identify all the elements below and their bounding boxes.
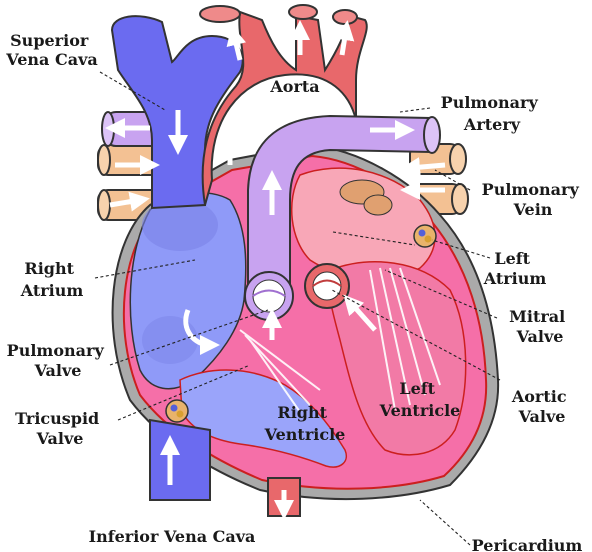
label-tricuspid-valve: Tricuspid Valve	[15, 409, 105, 448]
pulmonary-valve	[244, 271, 294, 321]
aorta-branch-3	[332, 9, 358, 25]
right-atrium-shadow	[142, 199, 218, 251]
label-left-atrium: Left Atrium	[483, 249, 547, 288]
label-inferior-vena-cava: Inferior Vena Cava	[89, 527, 256, 546]
label-pulmonary-valve: Pulmonary Valve	[7, 341, 110, 380]
left-atrium	[290, 167, 436, 279]
label-pulmonary-vein: Pulmonary Vein	[482, 180, 585, 219]
tricuspid-valve-ring	[165, 399, 189, 423]
leader-lines	[94, 71, 501, 546]
label-aorta: Aorta	[269, 77, 319, 96]
label-pericardium: Pericardium	[472, 536, 583, 552]
aortic-valve	[304, 263, 350, 309]
right-atrium-shadow-lower	[142, 316, 198, 364]
right-ventricle	[179, 369, 347, 468]
aorta	[201, 10, 368, 206]
chordae-tendineae	[239, 267, 441, 413]
mitral-leaflets-2	[363, 194, 393, 216]
right-atrium-flow-arrow	[183, 309, 220, 355]
pulmonary-artery	[247, 114, 431, 286]
aorta-branch-1	[199, 5, 241, 23]
label-right-ventricle: Right Ventricle	[264, 403, 346, 444]
mitral-valve-ring	[413, 224, 437, 248]
pulmonary-artery-end	[423, 116, 441, 154]
label-left-ventricle: Left Ventricle	[379, 379, 461, 420]
flow-arrows	[105, 20, 446, 520]
label-pulmonary-artery: Pulmonary Artery	[441, 93, 544, 134]
label-superior-vena-cava: Superior Vena Cava	[5, 31, 97, 69]
label-mitral-valve: Mitral Valve	[509, 307, 571, 346]
inferior-vena-cava	[149, 418, 211, 501]
aorta-branch-2	[288, 4, 318, 20]
label-right-atrium: Right Atrium	[20, 259, 84, 300]
label-aortic-valve: Aortic Valve	[511, 387, 572, 426]
